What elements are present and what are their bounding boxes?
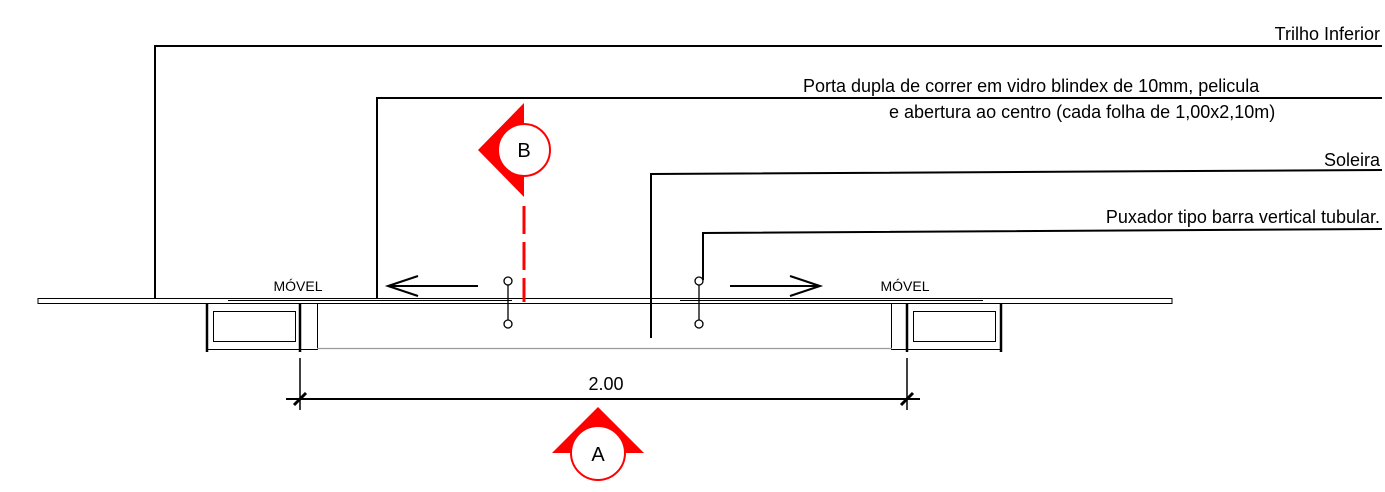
panel-right-label: MÓVEL — [880, 278, 929, 294]
section-b-label: B — [517, 140, 530, 162]
dimension-line — [286, 358, 920, 410]
bottom-rail — [37, 298, 1173, 304]
handle-right-icon — [694, 276, 704, 329]
dimension-value: 2.00 — [588, 374, 623, 394]
leader-puxador — [702, 228, 1383, 280]
left-frame — [205, 303, 318, 352]
section-a-label: A — [591, 444, 605, 466]
leader-soleira — [650, 169, 1383, 338]
annotation-soleira: Soleira — [1324, 150, 1381, 170]
section-marker-b: B — [478, 103, 551, 197]
leader-porta — [376, 97, 1382, 298]
annotation-porta-line2: e abertura ao centro (cada folha de 1,00… — [889, 102, 1275, 122]
section-marker-a: A — [552, 407, 644, 481]
arrow-left — [384, 275, 478, 297]
handle-left-icon — [503, 276, 513, 329]
annotation-puxador: Puxador tipo barra vertical tubular. — [1106, 207, 1380, 227]
panel-left-label: MÓVEL — [273, 278, 322, 294]
leader-trilho-inferior — [154, 45, 1382, 298]
annotation-porta-line1: Porta dupla de correr em vidro blindex d… — [803, 76, 1260, 96]
leader-lines — [154, 45, 1383, 338]
right-frame — [891, 303, 1003, 352]
annotation-trilho-inferior: Trilho Inferior — [1275, 24, 1380, 44]
arrow-right — [730, 275, 824, 297]
